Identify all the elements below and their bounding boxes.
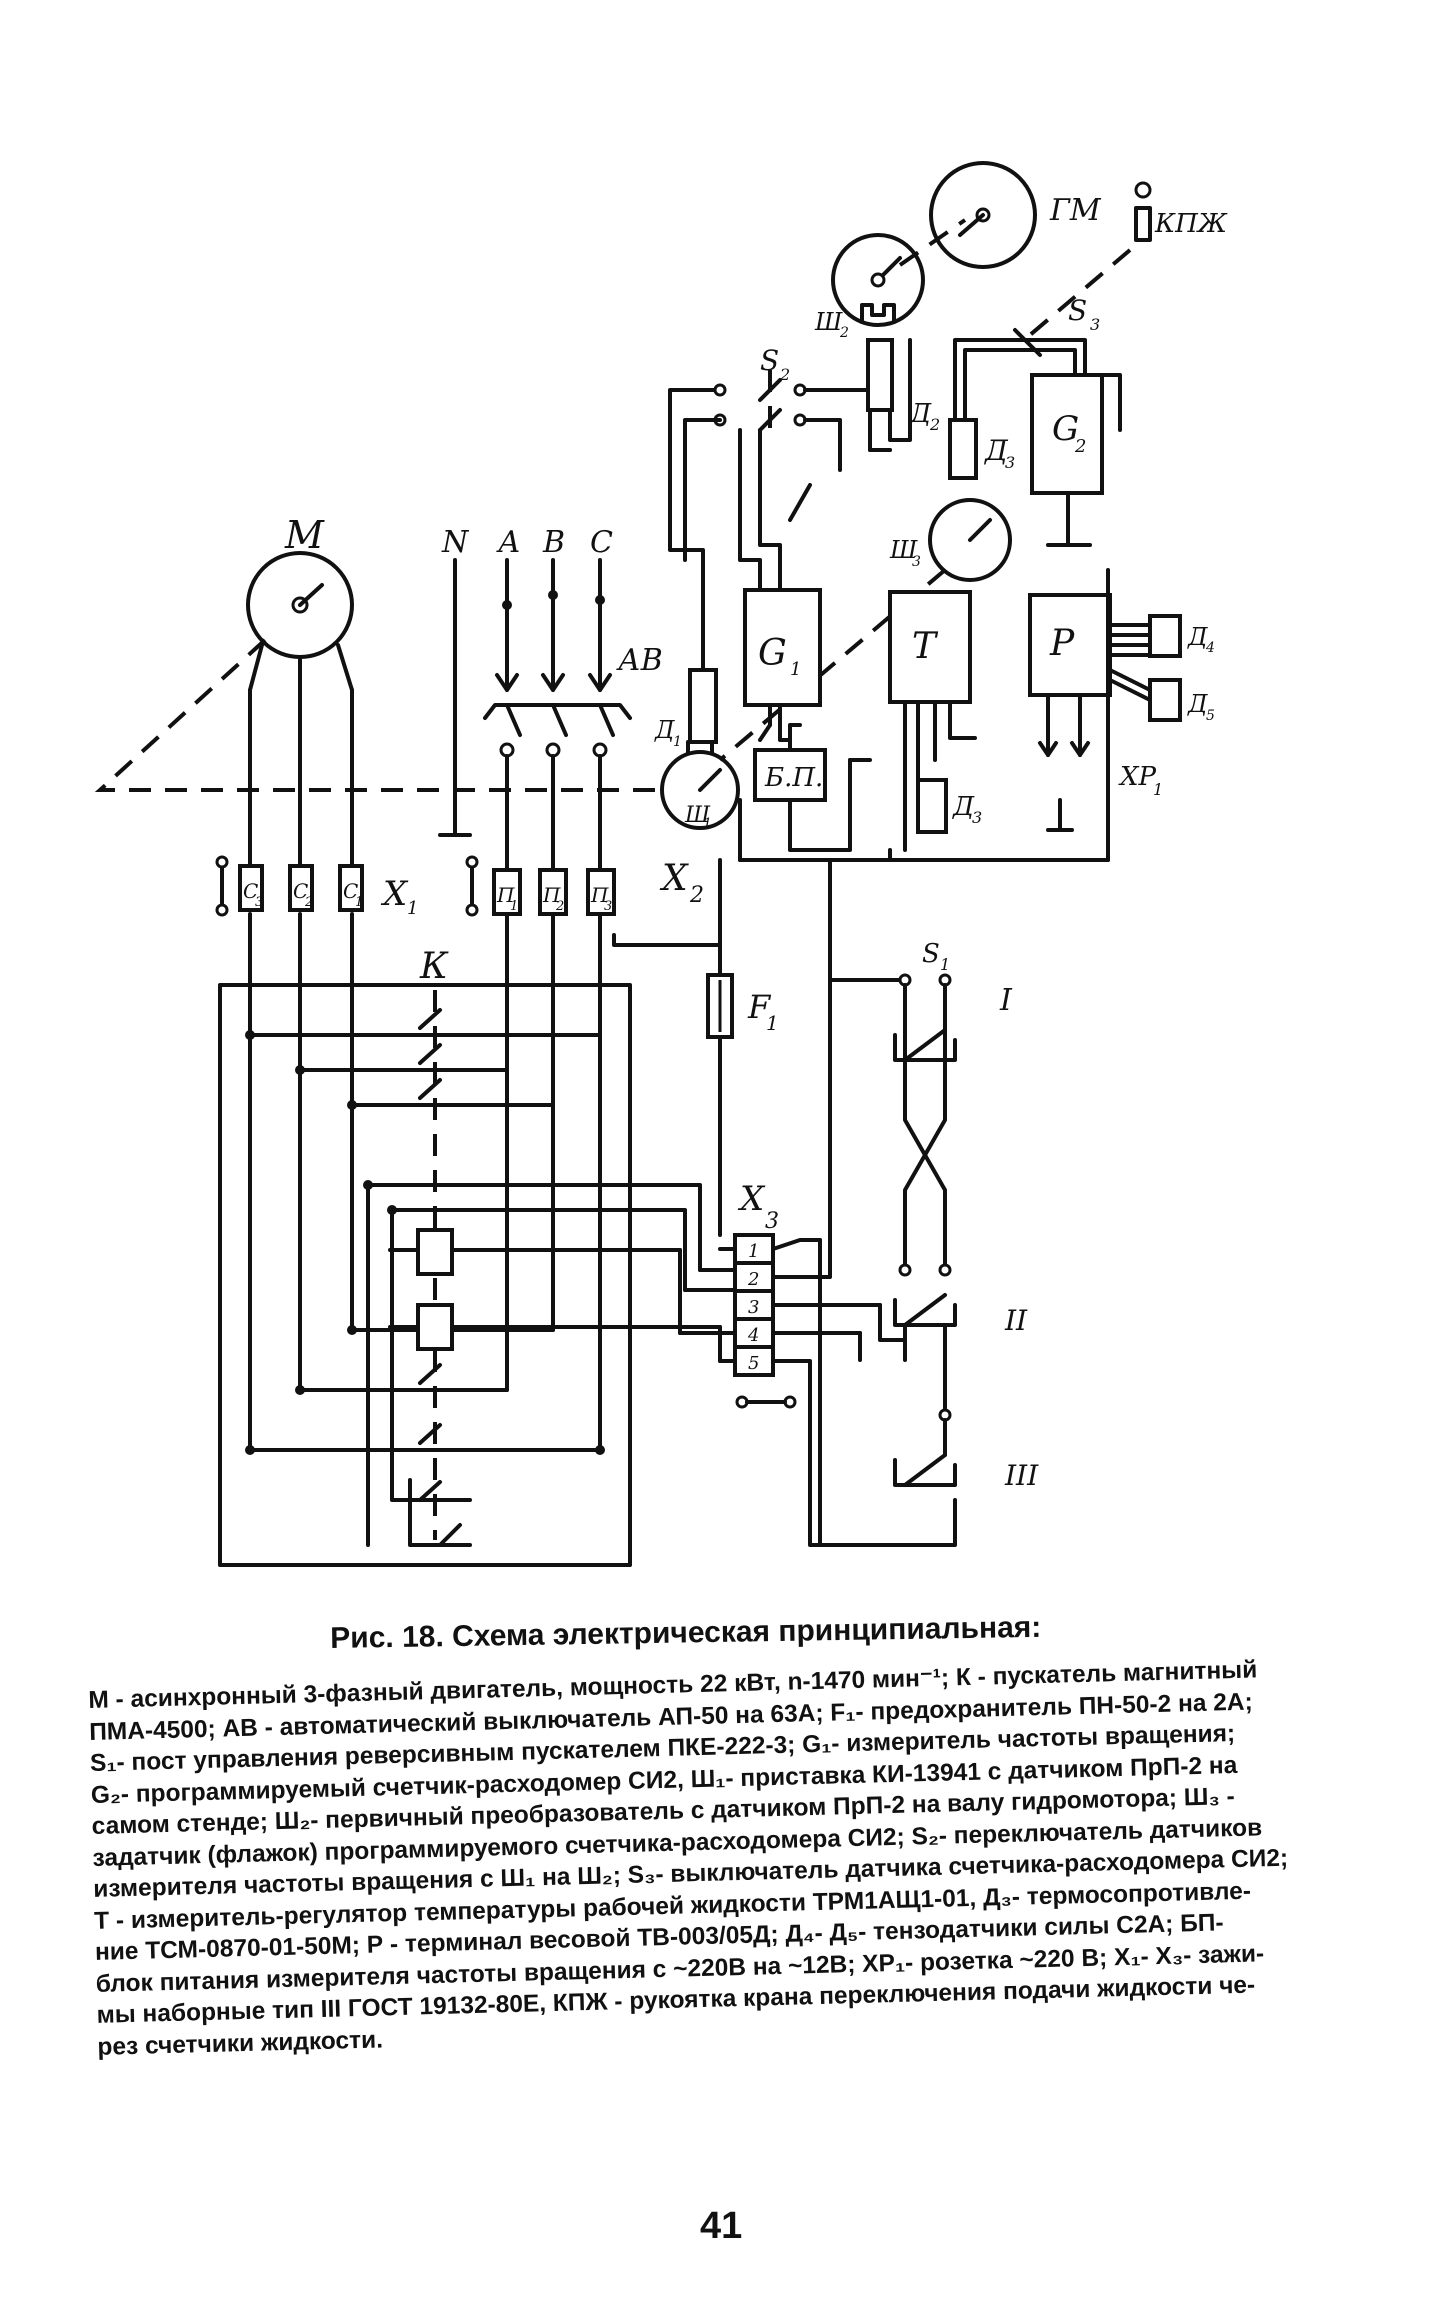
d5-label: Д (1187, 690, 1208, 718)
x2-label: Х (659, 858, 689, 899)
d3-top-sub: 3 (1005, 453, 1015, 472)
counter-g2: G 2 (1030, 373, 1122, 547)
kpzh-label: КПЖ (1154, 209, 1228, 239)
gm-label: ГМ (1049, 193, 1102, 228)
x3-terminal-2: 2 (747, 1269, 759, 1290)
d3-bottom-label: Д (952, 792, 975, 822)
switch-s2: S 2 (683, 344, 892, 592)
mechanical-coupling-dashed-line (94, 638, 660, 792)
magnetic-starter-k: К (218, 912, 722, 1567)
phase-c-label: С (590, 525, 613, 560)
x1-c1-label: С (343, 879, 358, 903)
d4-label: Д (1187, 623, 1208, 651)
d3-top-label: Д (983, 434, 1009, 467)
s1-position-3: III (1004, 1459, 1039, 1492)
x3-sub: 3 (765, 1209, 779, 1234)
x2-p1-label: П (496, 883, 515, 907)
sh1-sub: 1 (703, 816, 712, 832)
x3-label: Х (737, 1179, 766, 1219)
d4-sub: 4 (1205, 640, 1215, 656)
terminal-block-x1: С 3 С 2 С 1 Х 1 (215, 855, 418, 919)
terminal-block-x2: П 1 П 2 П 3 Х 2 (465, 855, 704, 917)
socket-xp1: ХР 1 (738, 568, 1163, 862)
xp1-sub: 1 (1153, 780, 1163, 799)
x2-p3-sub: 3 (604, 899, 612, 914)
f1-sub: 1 (766, 1011, 779, 1035)
x2-sub: 2 (689, 883, 704, 908)
sensor-d3-top: Д 3 (948, 418, 1015, 480)
electrical-schematic: М С 3 С 2 С 1 Х 1 N А В С (94, 161, 1228, 1567)
x3-terminal-4: 4 (747, 1325, 759, 1346)
p-label: Р (1049, 623, 1075, 664)
x1-c3-label: С (243, 879, 258, 903)
s1-position-2: II (1004, 1304, 1028, 1337)
sh3-sub: 3 (912, 554, 921, 570)
g2-label: G (1052, 409, 1079, 449)
s1-label: S (922, 939, 940, 969)
d1-label: Д (654, 716, 675, 744)
mains-supply: N А В С АВ (438, 525, 663, 872)
g2-sub: 2 (1074, 436, 1086, 457)
sh1-label: Ш (684, 803, 711, 828)
temperature-regulator-t: Т Д 3 (888, 590, 982, 852)
neutral-label: N (441, 525, 470, 560)
weighing-terminal-p: Р Д 4 Д 5 (1028, 593, 1215, 757)
motor-m: М (246, 513, 354, 692)
motor-label: М (284, 513, 325, 557)
t-label: Т (912, 626, 939, 667)
x2-p3-label: П (590, 883, 609, 907)
f1-label: F (747, 988, 772, 1026)
x2-p2-sub: 2 (555, 899, 564, 914)
s2-label: S (760, 344, 779, 377)
sensor-sh2: Ш 2 Д 2 (814, 233, 940, 452)
xp1-label: ХР (1118, 762, 1157, 792)
sh2-sub: 2 (839, 325, 849, 341)
valve-handle-kpzh: КПЖ (1028, 181, 1228, 337)
x1-c2-sub: 2 (304, 895, 313, 910)
x1-c1-sub: 1 (355, 895, 363, 910)
s3-sub: 3 (1090, 315, 1100, 334)
d5-sub: 5 (1206, 708, 1215, 724)
sensor-sh1: Ш 1 Д 1 (654, 388, 740, 832)
x3-terminal-1: 1 (748, 1241, 759, 1262)
page-number: 41 (700, 2205, 743, 2247)
phase-b-label: В (542, 525, 565, 560)
x2-p2-label: П (542, 883, 561, 907)
g1-sub: 1 (790, 659, 801, 680)
x1-sub: 1 (407, 898, 418, 919)
sh2-label: Ш (814, 308, 843, 336)
s2-sub: 2 (779, 365, 790, 384)
x2-p1-sub: 1 (510, 899, 518, 914)
control-post-s1: S 1 I II III (818, 939, 1039, 1547)
x1-label: Х (380, 874, 409, 914)
meter-g1: G 1 (743, 588, 822, 727)
breaker-label: АВ (616, 643, 663, 678)
x1-c2-label: С (293, 879, 308, 903)
hydromotor-gm: ГМ (898, 161, 1102, 269)
k-label: К (419, 946, 449, 987)
figure-caption-legend: М - асинхронный 3-фазный двигатель, мощн… (88, 1651, 1397, 2063)
bp-label: Б.П. (764, 763, 823, 793)
g1-label: G (758, 633, 787, 674)
sh3-label: Ш (889, 536, 918, 564)
s1-position-1: I (999, 983, 1013, 1018)
power-supply-bp: Б.П. (738, 723, 892, 862)
fuse-f1: F 1 (612, 933, 779, 1237)
terminal-block-x3: Х 3 1 2 3 4 5 (678, 978, 957, 1547)
d2-label: Д (909, 399, 932, 429)
x3-terminal-5: 5 (748, 1353, 759, 1374)
switch-s3: S 3 (953, 294, 1100, 422)
d2-sub: 2 (929, 415, 940, 434)
s1-sub: 1 (940, 955, 950, 974)
d3-bottom-sub: 3 (972, 808, 982, 827)
x3-terminal-3: 3 (748, 1297, 759, 1318)
phase-a-label: А (496, 525, 521, 560)
x1-c3-sub: 3 (255, 895, 263, 910)
d1-sub: 1 (673, 734, 682, 750)
s3-label: S (1068, 294, 1087, 327)
